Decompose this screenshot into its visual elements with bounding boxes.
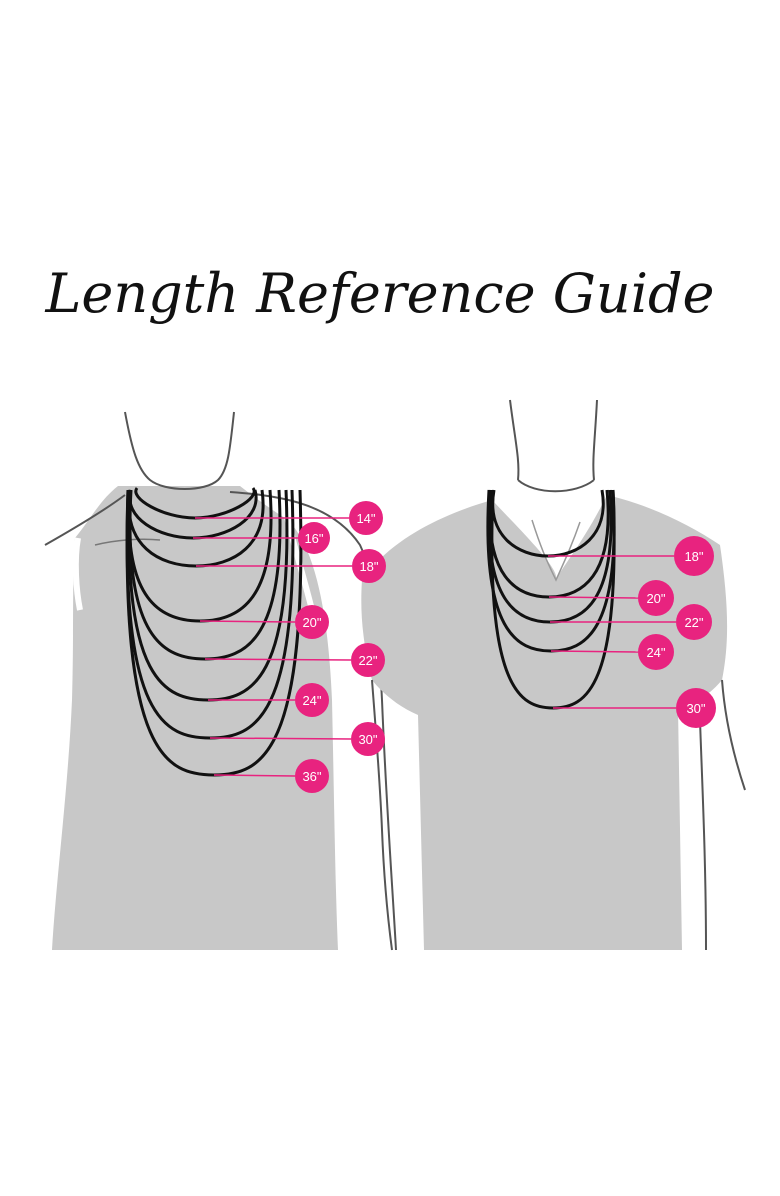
female-figure: [44, 411, 397, 951]
female-length-label-7: 30": [358, 732, 377, 747]
female-neck-outline: [124, 411, 235, 490]
female-length-badge-7: [351, 722, 385, 756]
male-length-label-2: 20": [646, 591, 665, 606]
female-marker-line-7: [209, 737, 352, 740]
female-length-markers: 14" 16" 18" 20" 22" 24" 30" 36": [193, 501, 386, 793]
male-figure: [361, 399, 746, 951]
male-marker-line-4: [550, 650, 639, 653]
female-length-badge-5: [351, 643, 385, 677]
female-length-label-1: 14": [356, 511, 375, 526]
female-length-badge-4: [295, 605, 329, 639]
male-length-label-5: 30": [686, 701, 705, 716]
female-length-badge-3: [352, 549, 386, 583]
female-length-label-5: 22": [358, 653, 377, 668]
male-length-badge-3: [676, 604, 712, 640]
male-length-label-4: 24": [646, 645, 665, 660]
male-neck-outline: [509, 399, 598, 493]
female-length-badge-6: [295, 683, 329, 717]
male-length-label-3: 22": [684, 615, 703, 630]
female-torso: [52, 486, 338, 950]
female-length-label-2: 16": [304, 531, 323, 546]
male-marker-line-2: [548, 596, 639, 599]
female-marker-line-4: [199, 620, 296, 623]
female-left-strap: [72, 537, 83, 611]
male-length-badge-5: [676, 688, 716, 728]
female-length-badge-8: [295, 759, 329, 793]
male-shirt: [361, 495, 728, 950]
male-neckline-outline: [531, 519, 581, 582]
male-arm-outline: [371, 679, 746, 951]
female-length-label-8: 36": [302, 769, 321, 784]
female-length-label-4: 20": [302, 615, 321, 630]
female-length-label-3: 18": [359, 559, 378, 574]
male-length-badge-4: [638, 634, 674, 670]
page-title: Length Reference Guide: [45, 262, 715, 325]
female-marker-line-8: [213, 774, 296, 777]
female-length-label-6: 24": [302, 693, 321, 708]
male-length-label-1: 18": [684, 549, 703, 564]
male-length-badge-2: [638, 580, 674, 616]
female-length-badge-1: [349, 501, 383, 535]
female-length-badge-2: [298, 522, 330, 554]
male-length-markers: 18" 20" 22" 24" 30": [548, 536, 716, 728]
male-length-badge-1: [674, 536, 714, 576]
female-marker-line-5: [204, 658, 352, 661]
